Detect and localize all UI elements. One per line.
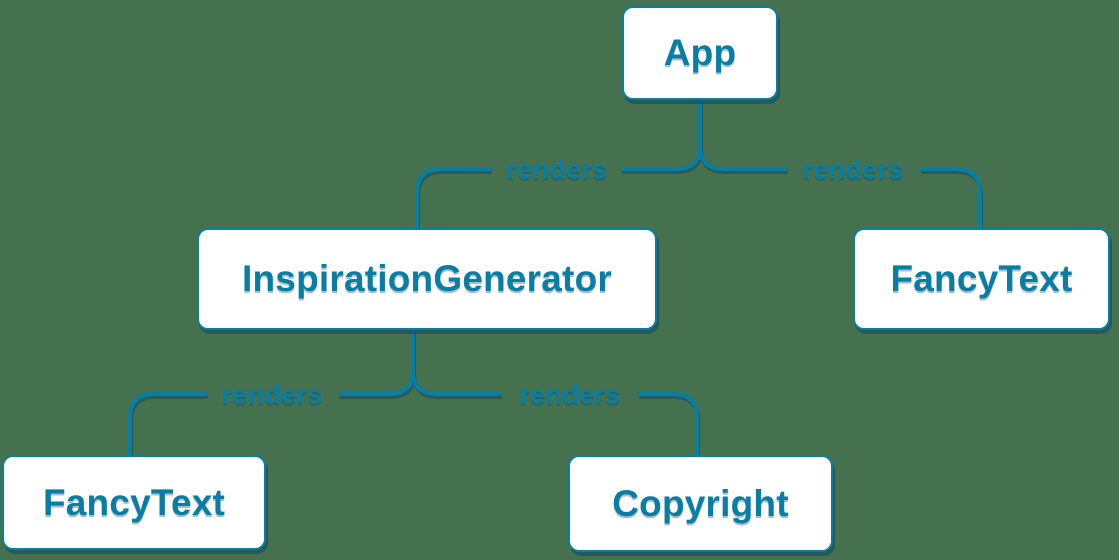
node-fancy-text-bottom-left: FancyText <box>2 455 266 550</box>
node-copyright-label: Copyright <box>612 482 789 524</box>
edge-inspirationgenerator-to-fancytext-tail <box>128 392 207 457</box>
node-copyright: Copyright <box>568 455 833 552</box>
edge-app-to-inspirationgenerator-tail <box>415 167 491 230</box>
edge-label-renders: renders <box>519 379 621 410</box>
node-inspiration-generator-label: InspirationGenerator <box>242 258 612 299</box>
edge-inspirationgenerator-to-copyright-tail <box>638 392 699 457</box>
edge-app-to-inspirationgenerator <box>621 98 702 171</box>
edge-label-renders: renders <box>802 154 904 185</box>
edge-app-to-fancytext-tail <box>920 167 982 230</box>
edge-app-to-fancytext <box>698 144 787 171</box>
node-inspiration-generator: InspirationGenerator <box>197 228 657 330</box>
node-fancy-text-bottom-left-label: FancyText <box>42 481 226 523</box>
edge-connectors-lines <box>128 98 982 457</box>
node-fancy-text-top-right: FancyText <box>853 228 1110 330</box>
edge-label-renders: renders <box>506 154 608 185</box>
node-app: App <box>622 6 778 100</box>
edge-inspirationgenerator-to-fancytext <box>338 328 415 396</box>
node-fancy-text-top-right-label: FancyText <box>890 258 1073 299</box>
edge-inspirationgenerator-to-copyright <box>411 369 501 396</box>
node-app-label: App <box>663 32 737 73</box>
edge-label-renders: renders <box>221 379 323 410</box>
